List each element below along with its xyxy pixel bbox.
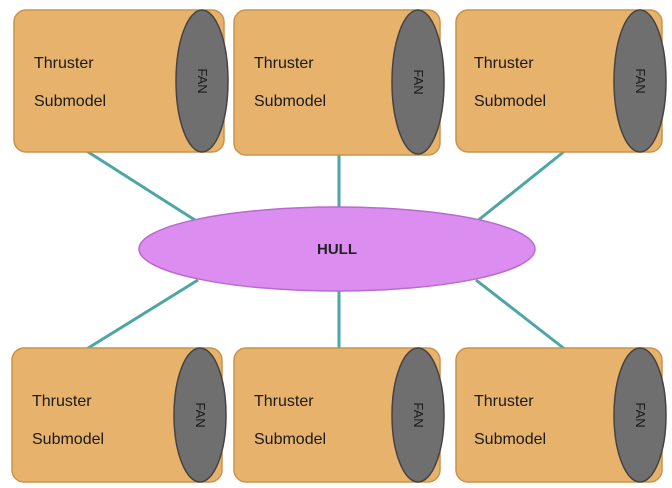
fan-icon [613,347,667,483]
thruster-label-line1: Thruster [32,393,92,410]
thruster-label-line1: Thruster [474,55,534,72]
connector-line [84,278,199,352]
thruster-box: FAN Thruster Submodel [233,9,445,156]
connectors [84,148,567,352]
fan-icon [391,347,445,483]
hull-ellipse [138,206,536,292]
thruster-label-line2: Submodel [32,431,104,448]
fan-icon [175,9,229,153]
thruster-label-line1: Thruster [254,393,314,410]
thruster-label-line1: Thruster [474,393,534,410]
fan-label: FAN [411,402,426,427]
thruster-box: FAN Thruster Submodel [13,9,229,153]
thruster-label-line1: Thruster [34,55,94,72]
thruster-label-line2: Submodel [474,93,546,110]
thruster-label-line2: Submodel [254,431,326,448]
fan-icon [173,347,227,483]
thruster-label-line2: Submodel [474,431,546,448]
fan-label: FAN [411,69,426,94]
thruster-label-line2: Submodel [254,93,326,110]
fan-label: FAN [633,68,648,93]
thruster-box: FAN Thruster Submodel [11,347,227,483]
thruster-label-line1: Thruster [254,55,314,72]
hull: HULL [138,206,536,292]
hull-label: HULL [317,241,357,258]
thruster-box: FAN Thruster Submodel [233,347,445,483]
thruster-box: FAN Thruster Submodel [455,9,667,153]
fan-label: FAN [633,402,648,427]
fan-icon [613,9,667,153]
thruster-box: FAN Thruster Submodel [455,347,667,483]
fan-icon [391,9,445,155]
connector-line [84,148,199,224]
connector-line [475,148,567,224]
thruster-label-line2: Submodel [34,93,106,110]
fan-label: FAN [193,402,208,427]
fan-label: FAN [195,68,210,93]
connector-line [475,278,567,352]
